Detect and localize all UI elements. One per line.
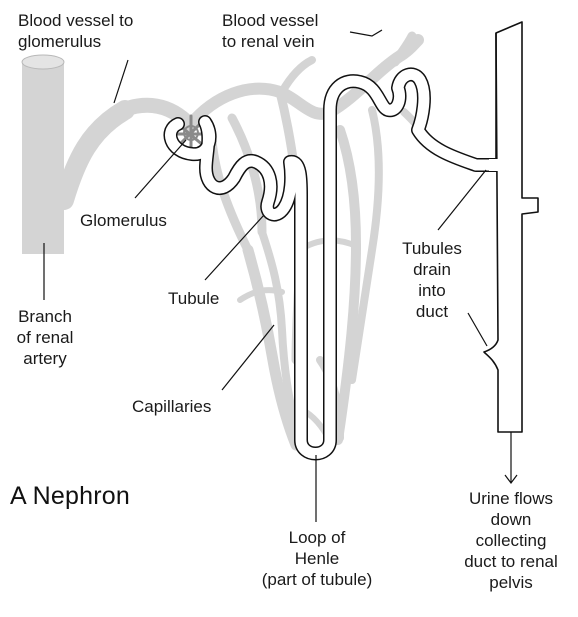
label-tubule: Tubule: [168, 288, 219, 309]
label-vessel-to-glomerulus: Blood vessel to glomerulus: [18, 10, 133, 52]
leader-capillaries: [222, 325, 274, 390]
label-capillaries: Capillaries: [132, 396, 211, 417]
leader-duct-junction: [468, 313, 487, 346]
label-vessel-to-renal-vein: Blood vessel to renal vein: [222, 10, 318, 52]
label-branch-renal-artery: Branch of renal artery: [8, 306, 82, 369]
label-loop-of-henle: Loop of Henle (part of tubule): [242, 527, 392, 590]
leader-glomerulus: [135, 140, 186, 198]
collecting-duct: [484, 22, 538, 432]
label-urine-flow: Urine flows down collecting duct to rena…: [450, 488, 572, 593]
leader-vessel-glomerulus: [114, 60, 128, 103]
leader-tubules-drain: [438, 170, 486, 230]
label-tubules-drain: Tubules drain into duct: [395, 238, 469, 322]
label-glomerulus: Glomerulus: [80, 210, 167, 231]
leader-renal-vein: [350, 30, 382, 36]
diagram-title: A Nephron: [10, 482, 130, 511]
duct-junction: [489, 159, 498, 171]
